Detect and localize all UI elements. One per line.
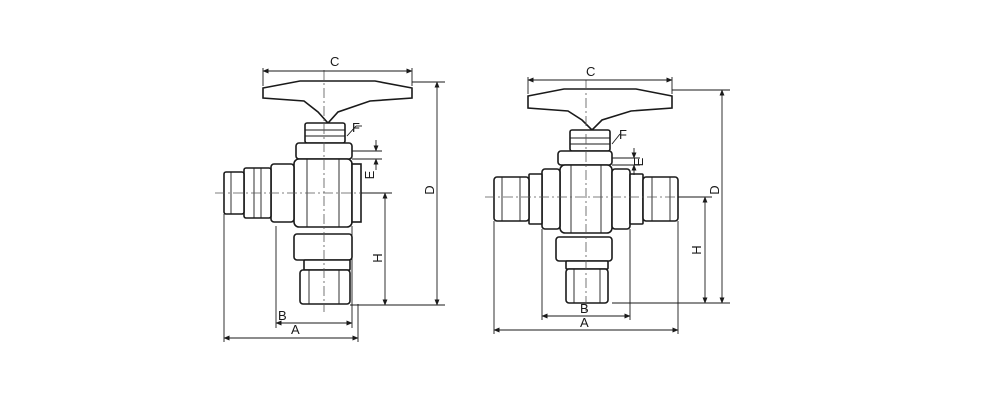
left-handle [262,80,413,125]
right-dim-H-label: H [689,245,704,254]
left-dim-A-label: A [291,322,300,337]
right-valve-view: C D H F E B A [485,64,730,334]
right-dim-F-label: F [619,127,627,142]
right-left-port-nut [528,173,543,225]
left-dim-B-label: B [278,308,287,323]
right-dim-C-label: C [586,64,595,79]
left-bottom-hex [293,233,353,261]
right-left-port-hex [541,168,561,230]
left-bottom-nut [303,259,351,271]
left-dim-H-label: H [370,253,385,262]
right-dim-B-label: B [580,301,589,316]
left-valve-view: C D H F E B A [215,54,445,342]
left-dim-F-label: F [352,120,360,135]
right-right-port-tube-end [642,176,679,222]
left-dim-E-label: E [362,170,377,179]
left-bottom-tube-end [299,269,351,305]
right-right-port-nut [629,173,644,225]
right-dim-A-label: A [580,315,589,330]
right-bottom-nut [565,260,609,270]
right-bottom-hex [555,236,613,262]
right-left-port-tube-end [493,176,530,222]
left-stem [304,122,346,144]
right-dim-E-label: E [631,157,646,166]
right-stem [569,129,611,152]
left-dim-C-label: C [330,54,339,69]
right-bottom-tube-end [565,268,609,304]
left-dim-D-label: D [422,185,437,194]
right-packing-nut [557,150,613,166]
right-dim-D-label: D [707,185,722,194]
right-handle [527,88,673,132]
right-right-port-hex [611,168,631,230]
